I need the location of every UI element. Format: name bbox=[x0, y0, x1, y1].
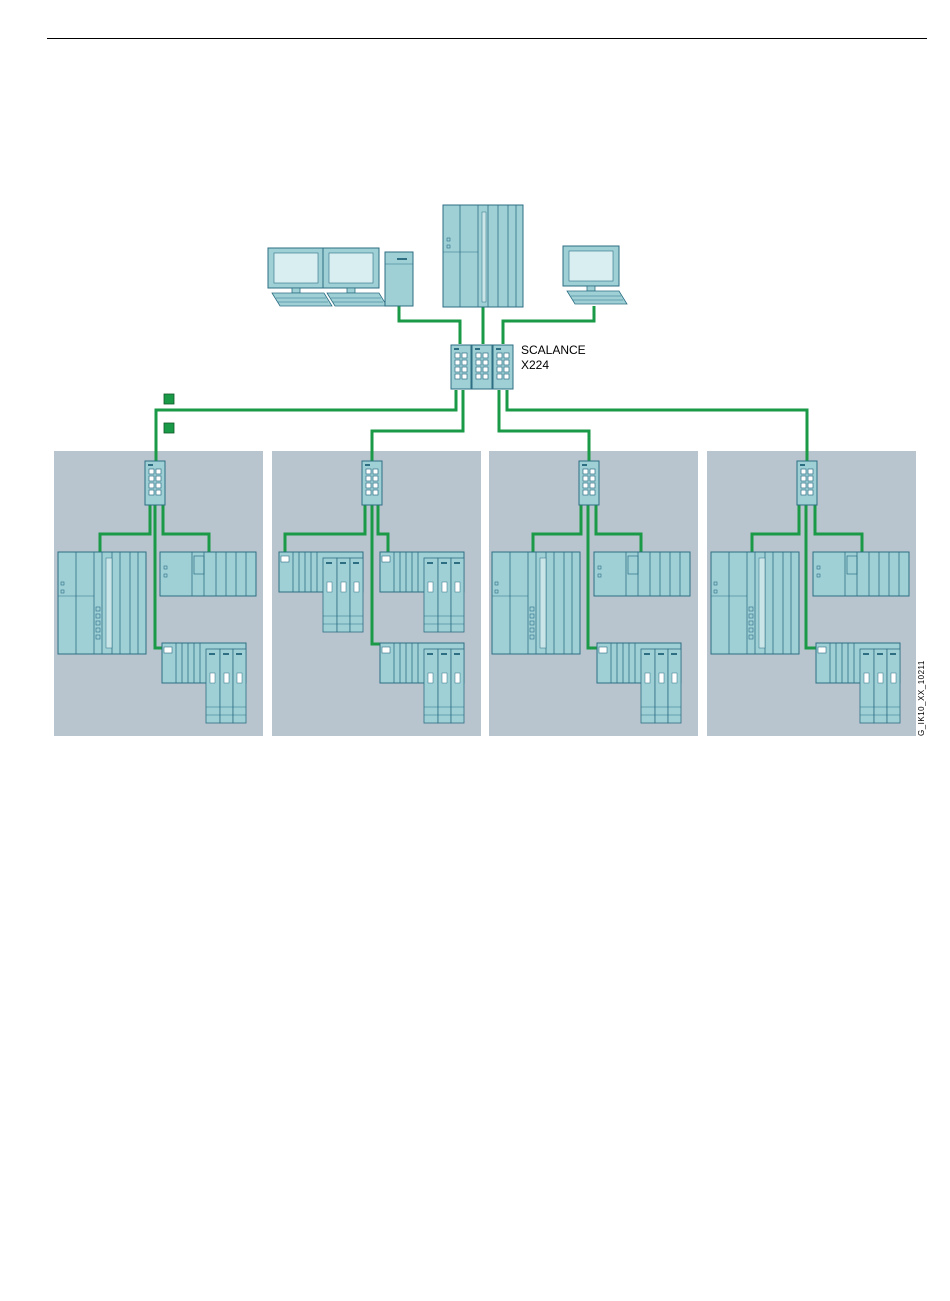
plc-rack bbox=[443, 205, 523, 307]
cell-2-switch bbox=[362, 461, 382, 505]
scalance-x224-switch bbox=[451, 345, 513, 389]
cell-1-et200 bbox=[160, 552, 256, 596]
cell-4-et200 bbox=[813, 552, 909, 596]
switch-label-line1: SCALANCE bbox=[521, 343, 586, 357]
operator-monitor-1 bbox=[268, 248, 332, 306]
engineering-workstation bbox=[563, 246, 627, 304]
cell-4-switch bbox=[797, 461, 817, 505]
cell-3-switch bbox=[579, 461, 599, 505]
switch-label-line2: X224 bbox=[521, 358, 549, 372]
cell-3-et200 bbox=[594, 552, 690, 596]
cell-3-plc bbox=[492, 552, 580, 654]
cell-1-switch bbox=[145, 461, 165, 505]
legend-square-2 bbox=[164, 423, 174, 433]
cell-1-plc bbox=[58, 552, 146, 654]
figure-code: G_IK10_XX_10211 bbox=[917, 660, 926, 736]
cell-4-plc bbox=[711, 552, 799, 654]
pc-tower bbox=[385, 252, 413, 306]
legend-square-1 bbox=[164, 394, 174, 404]
operator-monitor-2 bbox=[323, 248, 387, 306]
